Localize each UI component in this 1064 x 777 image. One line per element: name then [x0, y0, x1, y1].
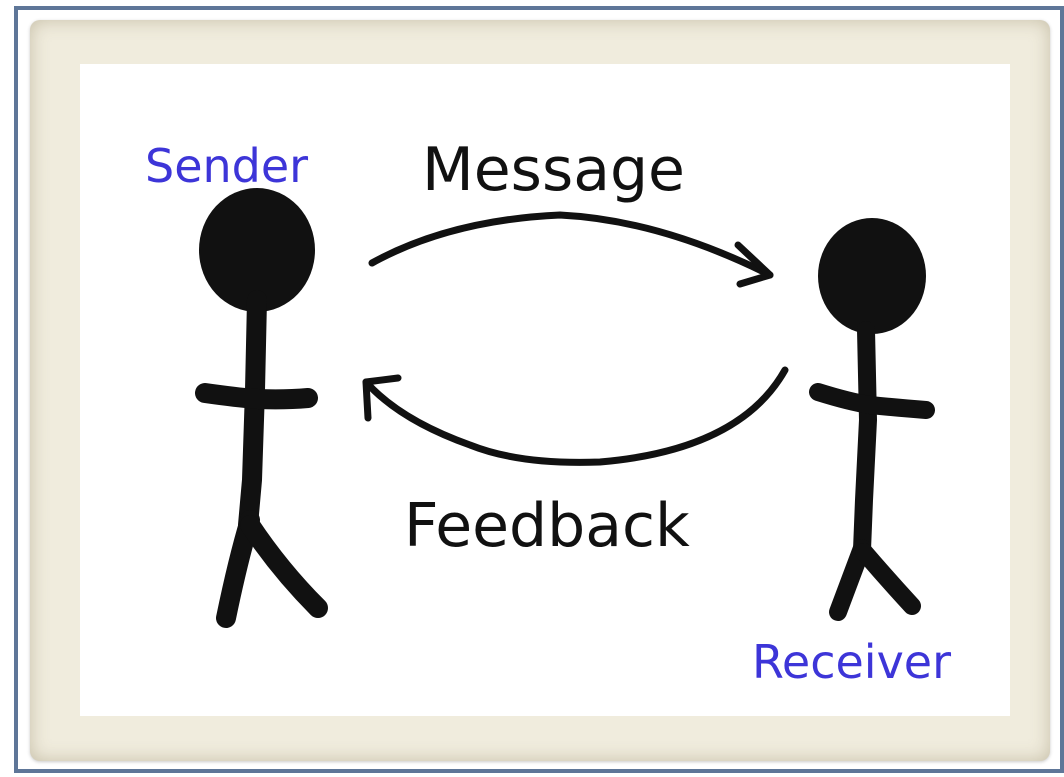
receiver-label: Receiver — [752, 635, 951, 689]
sender-body — [238, 290, 267, 535]
sender-label: Sender — [145, 139, 308, 193]
receiver-figure — [809, 218, 935, 621]
receiver-right-leg — [855, 543, 921, 615]
message-label: Message — [422, 135, 685, 205]
feedback-arrow — [362, 366, 789, 466]
sender-arms — [195, 383, 318, 410]
feedback-label: Feedback — [404, 491, 690, 561]
receiver-arms — [809, 383, 935, 419]
sender-head — [199, 188, 315, 312]
sender-figure — [195, 188, 328, 628]
message-arrow — [368, 211, 774, 288]
receiver-head — [818, 218, 926, 334]
receiver-body — [853, 321, 878, 559]
sender-right-leg — [240, 515, 328, 618]
